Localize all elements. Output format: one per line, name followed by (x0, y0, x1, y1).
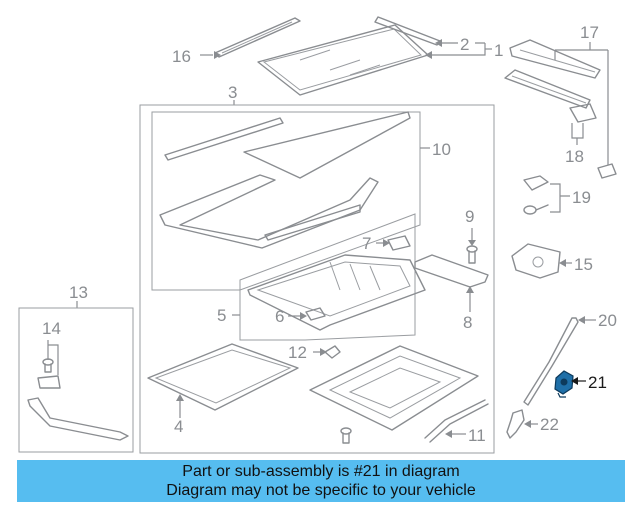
deflector-part (214, 17, 301, 58)
bolt-part-9 (466, 245, 478, 264)
frame-group-box (239, 213, 416, 341)
harness-part (424, 399, 489, 443)
banner-line-1: Part or sub-assembly is #21 in diagram (182, 463, 460, 480)
callout-22: 22 (540, 415, 559, 434)
end-cap-part-17 (597, 163, 617, 179)
callout-9: 9 (465, 207, 474, 226)
callout-2: 2 (460, 35, 469, 54)
callout-16: 16 (172, 47, 191, 66)
callout-8: 8 (463, 313, 472, 332)
bracket-part-7 (387, 235, 411, 251)
group-13-box (18, 307, 134, 453)
callout-19: 19 (572, 188, 591, 207)
rail-bracket-part (414, 254, 489, 288)
drain-seal-part (27, 397, 129, 441)
bolt-part-bottom (340, 427, 352, 444)
sunroof-tray-part (309, 345, 479, 431)
banner-line-2: Diagram may not be specific to your vehi… (166, 482, 476, 499)
assembly-3-box (139, 104, 495, 454)
seal-strip-part (374, 16, 441, 46)
callout-1: 1 (494, 41, 503, 60)
clip-part-14 (37, 375, 61, 389)
info-banner: Part or sub-assembly is #21 in diagram D… (17, 460, 625, 502)
clip-part-18 (569, 103, 597, 123)
callout-10: 10 (432, 140, 451, 159)
callout-15: 15 (574, 255, 593, 274)
callout-12: 12 (288, 343, 307, 362)
callout-20: 20 (598, 311, 617, 330)
callout-14: 14 (42, 319, 61, 338)
callout-13: 13 (69, 283, 88, 302)
cover-part-19 (523, 175, 549, 191)
callout-17: 17 (580, 23, 599, 42)
highlighted-part-21 (554, 370, 574, 398)
callout-21: 21 (588, 373, 607, 392)
callout-18: 18 (565, 147, 584, 166)
glass-panel-part (257, 24, 429, 96)
sunroof-frame-part (247, 254, 426, 331)
headliner-seals-part (159, 111, 411, 249)
callout-5: 5 (217, 306, 226, 325)
grommet-part-22 (506, 409, 525, 439)
callout-6: 6 (275, 307, 284, 326)
callout-11: 11 (468, 426, 486, 445)
drain-hose-part-20 (523, 317, 579, 406)
clip-part-12 (324, 345, 341, 359)
callout-3: 3 (228, 83, 237, 102)
lower-glass-part (147, 343, 299, 411)
seals-group-box (151, 111, 421, 291)
screw-part-14 (42, 358, 54, 373)
clip-part-6 (305, 307, 326, 321)
callout-7: 7 (362, 234, 371, 253)
screw-part-19 (523, 204, 549, 215)
callout-4: 4 (174, 417, 183, 436)
side-guide-part-17 (504, 69, 591, 109)
rear-guide-part-17 (509, 39, 601, 79)
motor-part-15 (511, 243, 561, 279)
